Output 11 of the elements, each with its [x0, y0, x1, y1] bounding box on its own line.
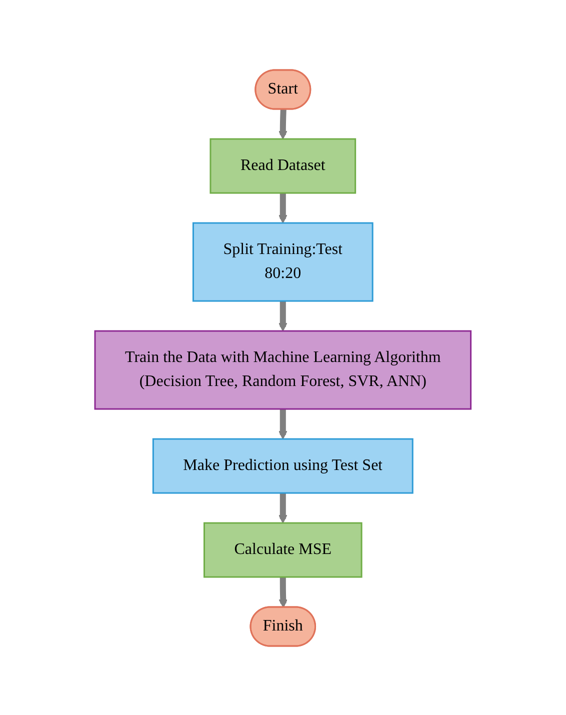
arrow: [278, 108, 288, 139]
node-box: Split Training:Test 80:20: [192, 222, 374, 302]
node-box: Calculate MSE: [204, 522, 362, 578]
arrow: [278, 576, 288, 608]
arrow: [278, 192, 288, 223]
node-box: Read Dataset: [210, 138, 356, 194]
node-box: Make Prediction using Test Set: [152, 438, 414, 494]
arrow: [278, 408, 288, 439]
node-box: Train the Data with Machine Learning Algorithm (Decision Tree, Random Forest, SVR, ANN): [94, 330, 472, 410]
arrow: [278, 492, 288, 523]
arrow: [278, 300, 288, 331]
